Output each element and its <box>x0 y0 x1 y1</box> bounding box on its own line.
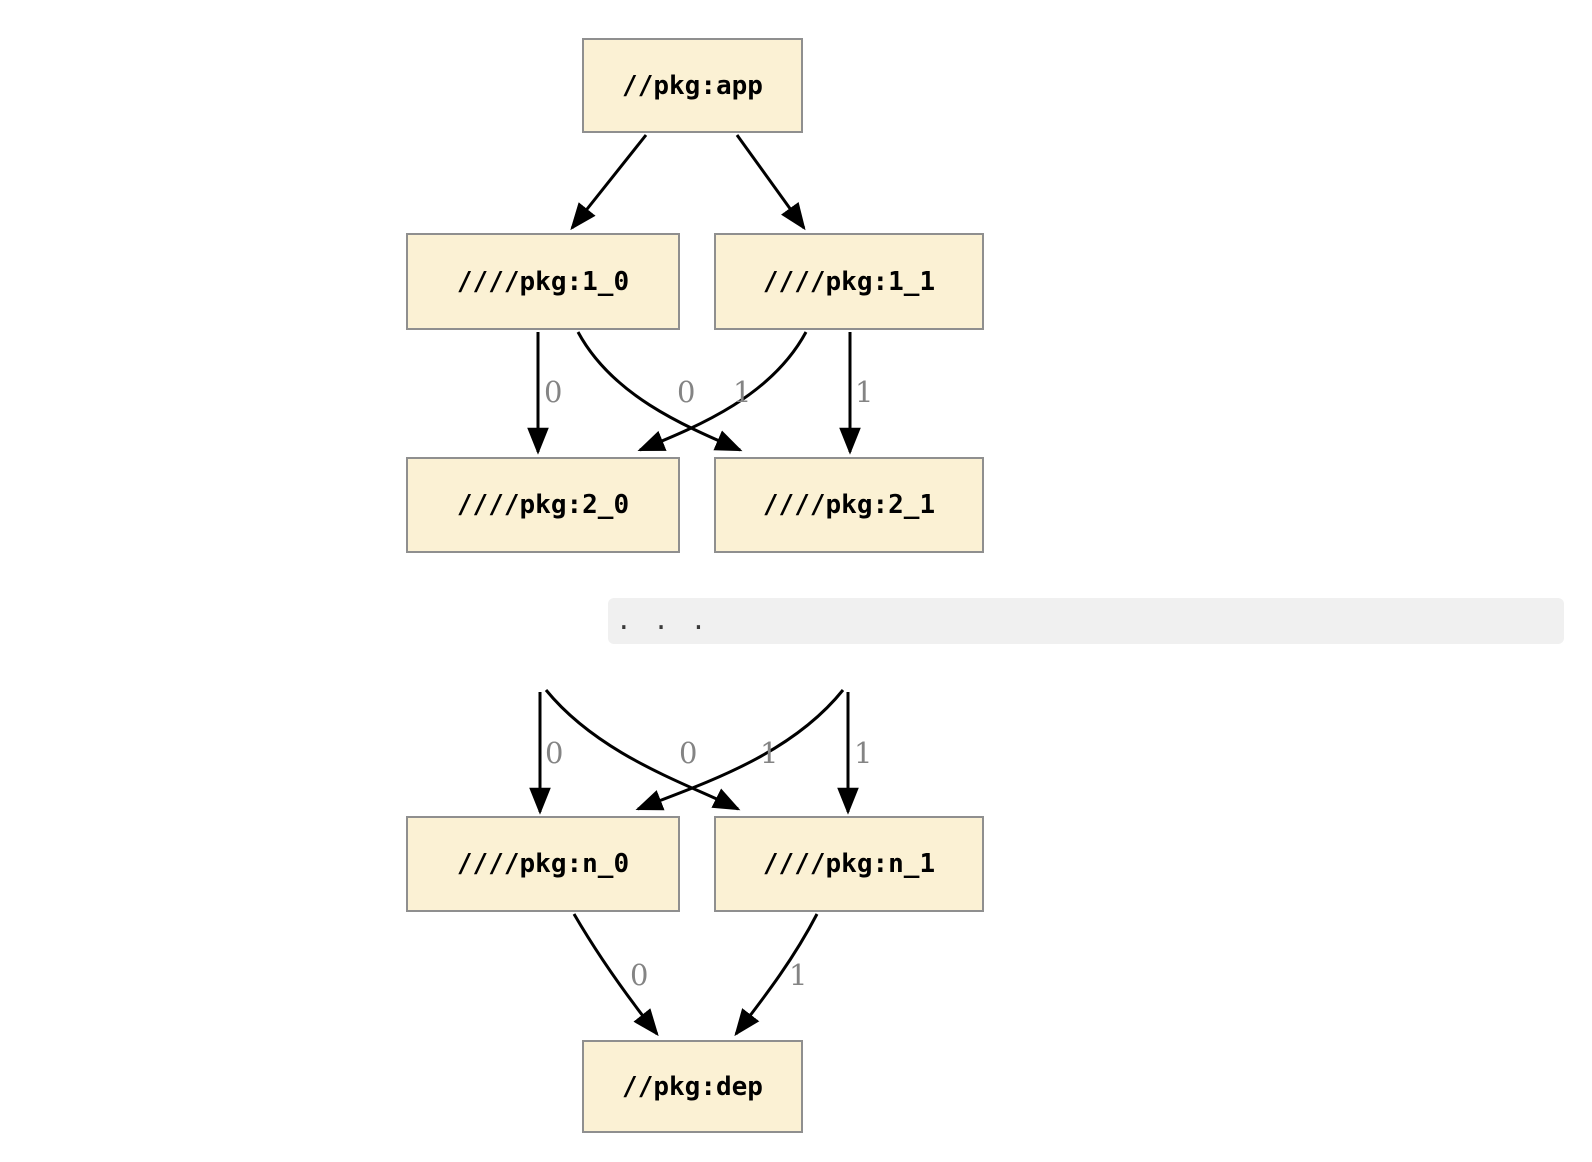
edge-label: 1 <box>789 958 808 992</box>
edge-label: 0 <box>677 375 696 409</box>
edge-label: 0 <box>630 958 649 992</box>
ellipsis-band <box>608 598 1564 644</box>
edge-n_0-to-dep <box>572 913 659 1037</box>
node-pkg-n-0: ////pkg:n_0 <box>406 816 680 912</box>
edge-app-to-1_0 <box>570 134 648 231</box>
edge-label: 1 <box>760 736 779 770</box>
node-pkg-app: //pkg:app <box>582 38 803 133</box>
edge-1_0-to-2_1 <box>576 331 743 452</box>
edge-label: 0 <box>545 736 564 770</box>
edge-label: 1 <box>855 375 874 409</box>
node-pkg-n-1: ////pkg:n_1 <box>714 816 984 912</box>
edge-label: 1 <box>854 736 873 770</box>
edge-n_1-to-dep <box>734 913 819 1037</box>
edge-label: 1 <box>733 375 752 409</box>
edge-1_1-to-2_0 <box>637 331 808 452</box>
edge-label: 0 <box>544 375 563 409</box>
ellipsis-dots: . . . <box>616 606 710 636</box>
edge-app-to-1_1 <box>735 134 806 231</box>
node-pkg-1-0: ////pkg:1_0 <box>406 233 680 330</box>
node-pkg-1-1: ////pkg:1_1 <box>714 233 984 330</box>
node-pkg-dep: //pkg:dep <box>582 1040 803 1133</box>
edge-ellipsis-to-n_1-diagonal <box>544 689 741 811</box>
edge-label: 0 <box>679 736 698 770</box>
node-pkg-2-0: ////pkg:2_0 <box>406 457 680 553</box>
edge-ellipsis-to-n_0-diagonal <box>635 689 845 811</box>
node-pkg-2-1: ////pkg:2_1 <box>714 457 984 553</box>
